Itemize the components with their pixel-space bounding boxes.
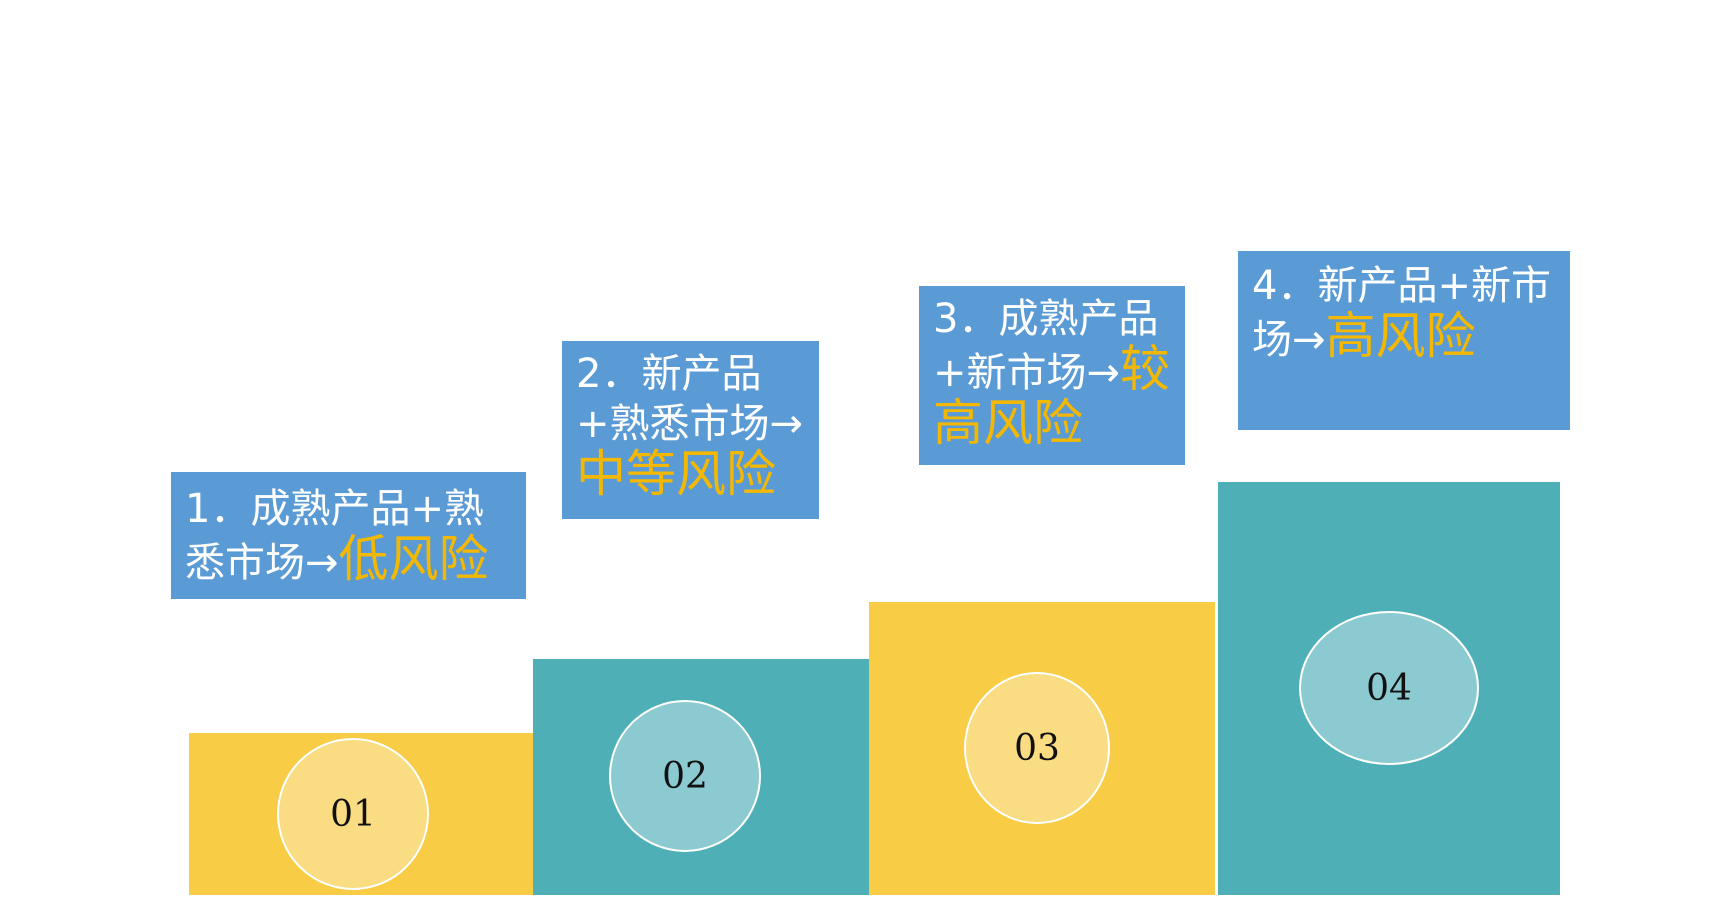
step-label-02: 2．新产品+熟悉市场→中等风险 [562,341,819,519]
step-number-badge-03: 03 [964,672,1110,824]
step-label-text-01: 1．成熟产品+熟悉市场→ [185,486,484,586]
step-label-03: 3．成熟产品+新市场→较高风险 [919,286,1185,465]
step-label-01: 1．成熟产品+熟悉市场→低风险 [171,472,526,599]
risk-level-higher: 较高风险 [933,340,1171,452]
step-label-text-02: 2．新产品+熟悉市场→ [576,351,804,447]
risk-level-high: 高风险 [1325,307,1476,365]
step-label-text-03: 3．成熟产品+新市场→ [933,296,1159,396]
step-number-badge-01: 01 [277,738,429,890]
risk-level-low: 低风险 [338,530,489,588]
step-number-badge-04: 04 [1299,611,1479,765]
step-label-04: 4．新产品+新市场→高风险 [1238,251,1570,430]
step-label-text-04: 4．新产品+新市场→ [1252,263,1551,363]
step-number-badge-02: 02 [609,700,761,852]
risk-level-medium: 中等风险 [576,445,776,503]
